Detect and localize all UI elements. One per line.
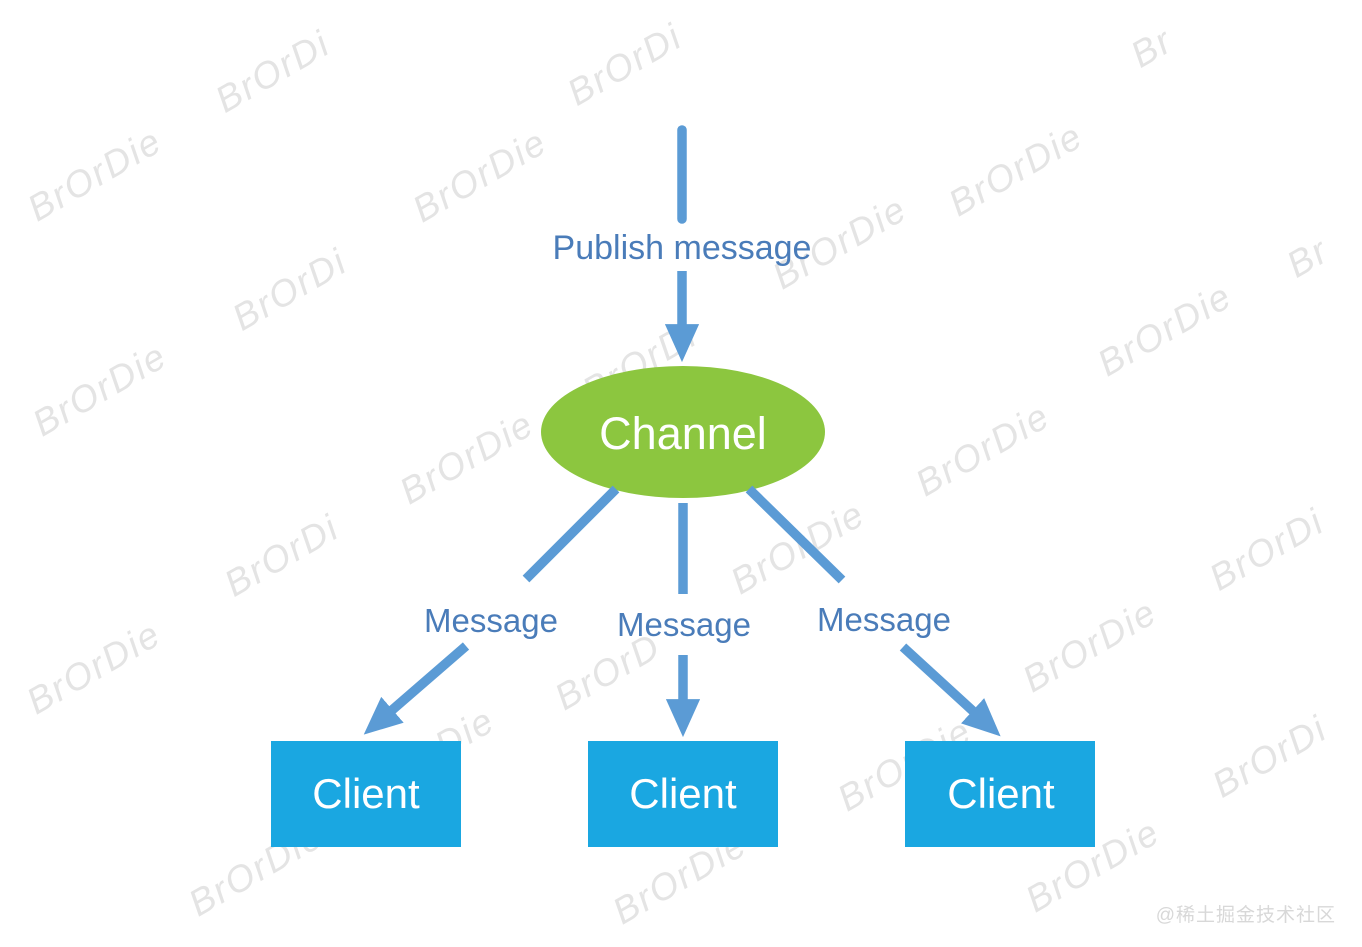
message-label-left: Message (424, 602, 558, 639)
client-node-right (905, 741, 1095, 847)
message-arrow-left-upper-segment (522, 485, 620, 583)
channel-node (541, 366, 825, 498)
message-arrow-right-lower-segment (899, 643, 1001, 737)
message-label-right: Message (817, 601, 951, 638)
client-label-middle: Client (629, 770, 737, 817)
publish-message-label: Publish message (553, 229, 812, 267)
community-watermark: @稀土掘金技术社区 (1155, 905, 1336, 926)
channel-label: Channel (599, 408, 767, 459)
client-label-left: Client (312, 770, 420, 817)
message-arrow-right-upper-segment (745, 485, 846, 584)
client-label-right: Client (947, 770, 1055, 817)
client-node-middle (588, 741, 778, 847)
client-node-left (271, 741, 461, 847)
message-label-middle: Message (617, 606, 751, 643)
message-arrow-left-lower-segment (363, 642, 470, 735)
